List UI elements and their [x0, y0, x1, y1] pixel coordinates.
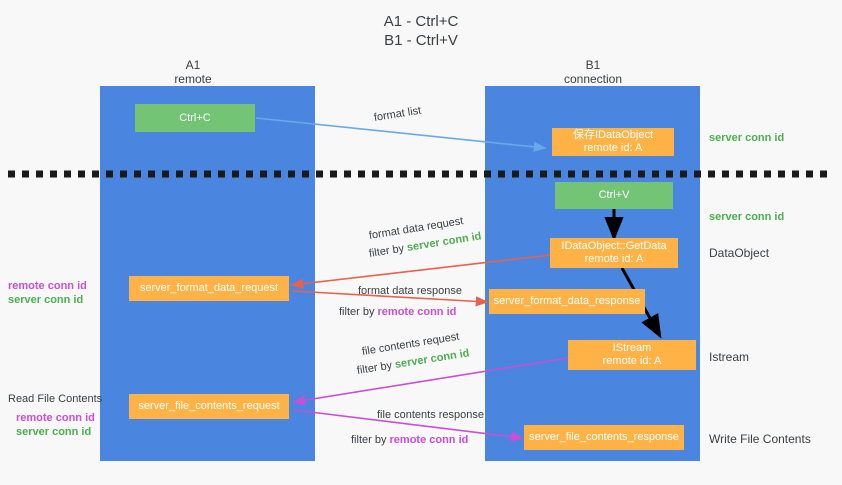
column-a1-sub: remote — [174, 72, 212, 86]
box-istream-line1: IStream — [612, 342, 652, 354]
right-label-server-conn-id-top: server conn id — [709, 132, 785, 144]
arrow-format-data-response — [291, 290, 489, 307]
box-idataobject[interactable]: 保存IDataObject remote id: A — [552, 128, 674, 156]
box-idataobject-line1: 保存IDataObject — [572, 129, 654, 141]
page-title: A1 - Ctrl+C B1 - Ctrl+V — [383, 13, 459, 49]
box-ctrl-c[interactable]: Ctrl+C — [135, 104, 255, 132]
left-label-read-file-contents: Read File Contents — [8, 393, 103, 405]
arrow-file-contents-response — [293, 409, 524, 442]
column-header-b1: B1 connection — [528, 58, 658, 86]
box-server-file-contents-response[interactable]: server_file_contents_response — [524, 425, 684, 450]
right-label-istream: Istream — [709, 350, 750, 364]
column-b1-sub: connection — [563, 72, 623, 86]
box-server-format-data-request[interactable]: server_format_data_request — [129, 276, 289, 301]
label-format-data-response-filter: filter by remote conn id — [339, 305, 456, 319]
box-ctrl-c-label: Ctrl+C — [179, 111, 211, 124]
box-getdata-line2: remote id: A — [584, 253, 644, 265]
filter-value-remote-conn-id: remote conn id — [389, 434, 469, 446]
right-label-write-file-contents: Write File Contents — [709, 432, 811, 446]
arrow-format-list — [255, 117, 547, 152]
left-label-server-conn-id-1: server conn id — [8, 294, 84, 306]
box-getdata-line1: IDataObject::GetData — [561, 240, 667, 252]
box-ctrl-v[interactable]: Ctrl+V — [555, 182, 673, 209]
box-server-format-data-response-label: server_format_data_response — [493, 295, 641, 307]
box-ctrl-v-label: Ctrl+V — [598, 189, 630, 201]
right-label-dataobject: DataObject — [709, 246, 770, 260]
left-label-server-conn-id-2: server conn id — [16, 426, 92, 438]
right-label-server-conn-id-mid: server conn id — [709, 211, 785, 223]
box-istream[interactable]: IStream remote id: A — [568, 340, 696, 370]
left-label-remote-conn-id-2: remote conn id — [16, 412, 95, 424]
column-b1-name: B1 — [585, 58, 601, 72]
filter-prefix: filter by — [351, 434, 390, 446]
filter-prefix: filter by — [339, 306, 378, 318]
column-a1-name: A1 — [185, 58, 201, 72]
column-header-a1: A1 remote — [128, 58, 258, 86]
label-file-contents-response-filter: filter by remote conn id — [351, 433, 468, 447]
label-file-contents-response: file contents response — [377, 409, 485, 421]
left-label-remote-conn-id-1: remote conn id — [8, 280, 87, 292]
filter-value-remote-conn-id: remote conn id — [377, 306, 457, 318]
box-server-file-contents-request[interactable]: server_file_contents_request — [129, 394, 289, 419]
box-server-format-data-request-label: server_format_data_request — [139, 282, 279, 294]
label-format-data-response: format data response — [358, 285, 462, 297]
box-server-file-contents-request-label: server_file_contents_request — [138, 400, 280, 412]
box-server-format-data-response[interactable]: server_format_data_response — [489, 289, 645, 314]
arrow-format-data-request — [290, 254, 552, 289]
box-istream-line2: remote id: A — [602, 355, 662, 367]
box-idataobject-line2: remote id: A — [583, 142, 643, 154]
box-server-file-contents-response-label: server_file_contents_response — [529, 431, 679, 443]
box-getdata[interactable]: IDataObject::GetData remote id: A — [550, 238, 678, 268]
arrow-file-contents-request — [292, 357, 569, 406]
